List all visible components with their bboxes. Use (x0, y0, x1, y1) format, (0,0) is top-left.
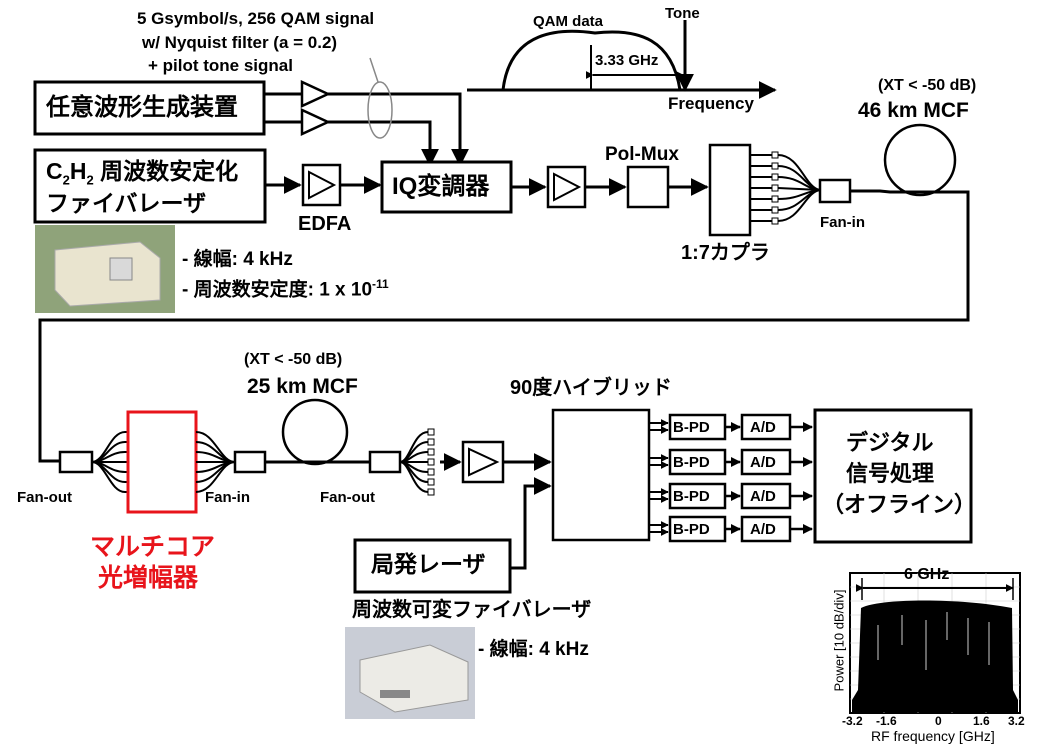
driver-amp-2-icon (302, 110, 328, 134)
edfa-label: EDFA (298, 214, 351, 234)
ad-2-label: A/D (750, 455, 776, 470)
laser-linewidth-spec: - 線幅: 4 kHz (182, 250, 293, 269)
fanout-1-box (60, 452, 92, 472)
laser-stability-spec: - 周波数安定度: 1 x 10-11 (182, 278, 389, 299)
fanout-2-label: Fan-out (320, 490, 375, 505)
rf-tick-4: 3.2 (1008, 715, 1025, 727)
rf-tick-0: -3.2 (842, 715, 863, 727)
bpd-2-label: B-PD (673, 455, 710, 470)
rf-bandwidth-label: 6 GHz (904, 567, 949, 583)
mcf-25km-xt-label: (XT < -50 dB) (244, 352, 342, 368)
multicore-amp-label-line2: 光増幅器 (98, 566, 198, 591)
fanout-2-fibers (400, 432, 428, 492)
hybrid-label: 90度ハイブリッド (510, 378, 672, 398)
lo-linewidth-spec: - 線幅: 4 kHz (478, 640, 589, 659)
polmux-label: Pol-Mux (605, 145, 679, 164)
coupler-box (710, 145, 750, 235)
signal-desc-line2: w/ Nyquist filter (a = 0.2) (142, 34, 337, 51)
dsp-label-line2: 信号処理 (846, 463, 934, 485)
signal-desc-line3: + pilot tone signal (148, 57, 293, 74)
coupler-label: 1:7カプラ (681, 243, 770, 263)
laser-label-line1: C2H2 周波数安定化 (46, 160, 238, 187)
rf-tick-2: 0 (935, 715, 942, 727)
lo-laser-label: 局発レーザ (371, 553, 486, 576)
bpd-1-label: B-PD (673, 420, 710, 435)
mcf-46km-label: 46 km MCF (858, 100, 969, 121)
qam-data-label: QAM data (533, 14, 603, 29)
fanin-2-label: Fan-in (205, 490, 250, 505)
multicore-amp-label-line1: マルチコア (90, 535, 215, 560)
awg-label: 任意波形生成装置 (46, 96, 238, 120)
driver-amp-1-icon (302, 82, 328, 106)
ad-4-label: A/D (750, 522, 776, 537)
multicore-amplifier-box (128, 412, 196, 512)
ad-3-label: A/D (750, 489, 776, 504)
fanout-1-label: Fan-out (17, 490, 72, 505)
amp-output-fibers (196, 432, 235, 492)
ad-1-label: A/D (750, 420, 776, 435)
laser-photo (35, 225, 175, 313)
signal-desc-line1: 5 Gsymbol/s, 256 QAM signal (137, 10, 374, 27)
fanin-1-box (820, 180, 850, 202)
fanout-2-box (370, 452, 400, 472)
lo-laser-photo (345, 627, 475, 719)
lo-laser-desc: 周波数可変ファイバレーザ (352, 600, 591, 620)
coupler-outputs (750, 152, 820, 224)
frequency-axis-label: Frequency (668, 95, 754, 112)
hybrid-box (553, 410, 649, 540)
mcf-25km-spool (283, 400, 347, 464)
rf-tick-1: -1.6 (876, 715, 897, 727)
iq-modulator-label: IQ変調器 (392, 175, 489, 199)
offset-label: 3.33 GHz (595, 53, 658, 68)
rf-xlabel: RF frequency [GHz] (871, 729, 995, 743)
polmux-box (628, 167, 668, 207)
bpd-4-label: B-PD (673, 522, 710, 537)
mcf-46km-xt-label: (XT < -50 dB) (878, 78, 976, 94)
tone-label: Tone (665, 6, 700, 21)
mcf-25km-label: 25 km MCF (247, 376, 358, 397)
laser-label-line2: ファイバレーザ (46, 192, 206, 215)
dsp-label-line3: （オフライン） (822, 494, 976, 516)
dsp-label-line1: デジタル (846, 432, 934, 454)
rf-spectrum-chart (850, 573, 1020, 713)
mcf-46km-spool (885, 125, 955, 195)
fanin-2-box (235, 452, 265, 472)
fanin-1-label: Fan-in (820, 215, 865, 230)
fanout-1-fibers (92, 432, 128, 492)
rf-tick-3: 1.6 (973, 715, 990, 727)
bpd-3-label: B-PD (673, 489, 710, 504)
rf-ylabel: Power [10 dB/div] (833, 576, 846, 706)
